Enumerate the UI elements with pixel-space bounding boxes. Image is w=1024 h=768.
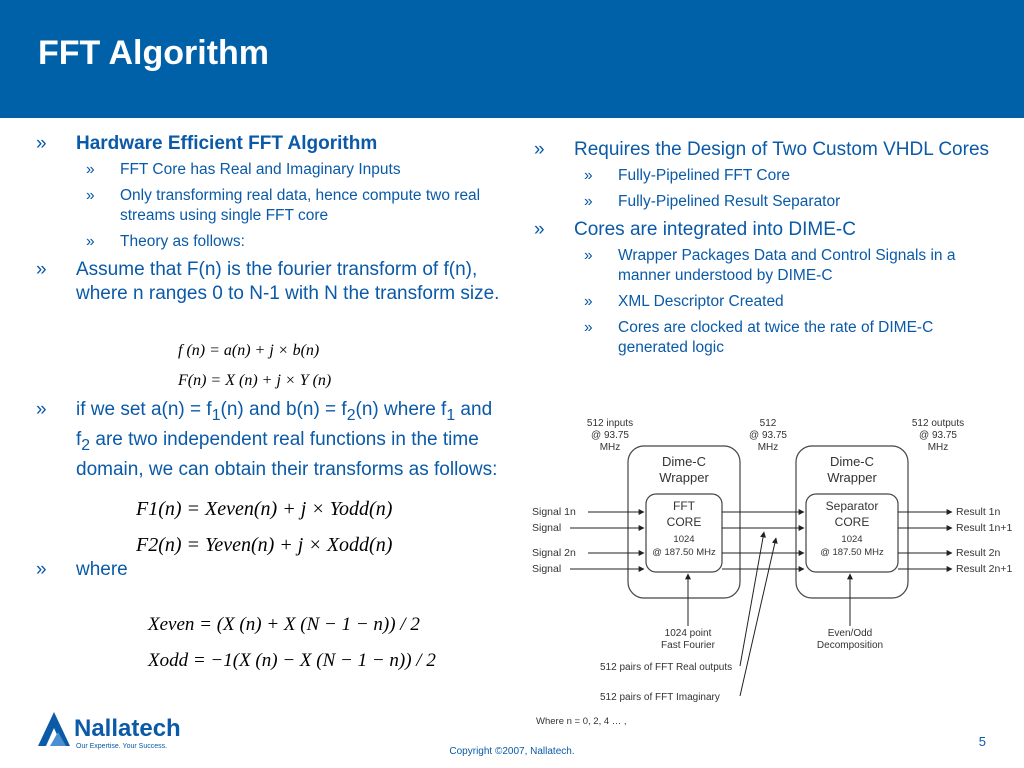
input-label: Signal 1n: [532, 506, 576, 518]
bullet-where: »where: [36, 559, 128, 580]
top-left-label: MHz: [600, 442, 621, 453]
slide-title: FFT Algorithm: [38, 34, 270, 72]
sub-bullet: »Cores are clocked at twice the rate of …: [584, 319, 934, 356]
top-left-label: @ 93.75: [591, 430, 629, 441]
equation-Xeven: Xeven = (X (n) + X (N − 1 − n)) / 2: [148, 614, 420, 635]
equation-F: F(n) = X (n) + j × Y (n): [178, 372, 332, 389]
sep-core-label: 1024: [841, 534, 862, 545]
top-mid-label: @ 93.75: [749, 430, 787, 441]
logo-name: Nallatech: [74, 715, 181, 742]
dime-c-wrapper-right: [795, 445, 909, 599]
equation-f: f (n) = a(n) + j × b(n): [178, 342, 320, 359]
input-label: Signal 2n: [532, 547, 576, 559]
sep-core-label: @ 187.50 MHz: [820, 547, 884, 558]
input-label: Signal: [532, 522, 561, 534]
fft-caption: 1024 point: [665, 628, 712, 639]
top-right-label: @ 93.75: [919, 430, 957, 441]
sep-caption: Even/Odd: [828, 628, 872, 639]
output-label: Result 2n: [956, 547, 1001, 559]
sub-bullet: »FFT Core has Real and Imaginary Inputs: [86, 161, 401, 178]
imag-outputs-label: 512 pairs of FFT Imaginary: [600, 692, 720, 703]
fft-core-label: 1024: [673, 534, 694, 545]
bullet-requires: »Requires the Design of Two Custom VHDL …: [534, 139, 990, 160]
left-column: »Hardware Efficient FFT Algorithm »FFT C…: [36, 132, 506, 310]
logo-tagline: Our Expertise. Your Success.: [76, 743, 167, 750]
equation-F1: F1(n) = Xeven(n) + j × Yodd(n): [136, 498, 393, 520]
top-mid-label: 512: [760, 418, 777, 429]
real-outputs-label: 512 pairs of FFT Real outputs: [600, 662, 732, 673]
where-note: Where n = 0, 2, 4 … ,: [536, 716, 627, 727]
output-label: Result 2n+1: [956, 563, 1012, 575]
nallatech-logo: Nallatech Our Expertise. Your Success.: [38, 712, 181, 750]
sub-bullet: »Theory as follows:: [86, 233, 245, 250]
left-column-2: »if we set a(n) = f1(n) and b(n) = f2(n)…: [36, 398, 506, 486]
top-right-label: MHz: [928, 442, 949, 453]
fft-core-label: @ 187.50 MHz: [652, 547, 716, 558]
title-bar: FFT Algorithm: [0, 0, 1024, 118]
fft-core-label: CORE: [667, 515, 702, 529]
dime-c-wrapper-left: [627, 445, 741, 599]
fft-core-label: FFT: [673, 499, 696, 513]
equation-Xodd: Xodd = −1(X (n) − X (N − 1 − n)) / 2: [148, 650, 436, 671]
output-label: Result 1n: [956, 506, 1001, 518]
top-left-label: 512 inputs: [587, 418, 633, 429]
equation-F2: F2(n) = Yeven(n) + j × Xodd(n): [136, 534, 393, 556]
sub-bullet: »Only transforming real data, hence comp…: [86, 187, 481, 224]
block-diagram: 512 inputs @ 93.75 MHz 512 @ 93.75 MHz 5…: [532, 418, 1012, 727]
fft-core-box: [645, 493, 723, 573]
right-column: »Requires the Design of Two Custom VHDL …: [534, 138, 1004, 364]
fft-caption: Fast Fourier: [661, 640, 716, 651]
sub-bullet: »Fully-Pipelined Result Separator: [584, 193, 841, 210]
bullet-assume: »Assume that F(n) is the fourier transfo…: [36, 259, 500, 304]
wrapper-label: Wrapper: [827, 470, 877, 485]
wrapper-label: Wrapper: [659, 470, 709, 485]
top-mid-label: MHz: [758, 442, 779, 453]
sep-core-label: CORE: [835, 515, 870, 529]
page-number: 5: [978, 734, 986, 749]
sub-bullet: »XML Descriptor Created: [584, 293, 784, 310]
input-label: Signal: [532, 563, 561, 575]
output-label: Result 1n+1: [956, 522, 1012, 534]
sep-caption: Decomposition: [817, 640, 883, 651]
left-column-3: »where: [36, 558, 506, 586]
sub-bullet: »Wrapper Packages Data and Control Signa…: [584, 247, 956, 284]
copyright: Copyright ©2007, Nallatech.: [449, 746, 575, 757]
wrapper-label: Dime-C: [662, 454, 706, 469]
top-right-label: 512 outputs: [912, 418, 964, 429]
wrapper-label: Dime-C: [830, 454, 874, 469]
separator-core-box: [805, 493, 899, 573]
sep-core-label: Separator: [826, 499, 879, 513]
sub-bullet: »Fully-Pipelined FFT Core: [584, 167, 790, 184]
bullet-ifset: »if we set a(n) = f1(n) and b(n) = f2(n)…: [36, 399, 498, 480]
bullet-hardware: »Hardware Efficient FFT Algorithm: [36, 133, 378, 154]
bullet-cores: »Cores are integrated into DIME-C: [534, 219, 856, 240]
